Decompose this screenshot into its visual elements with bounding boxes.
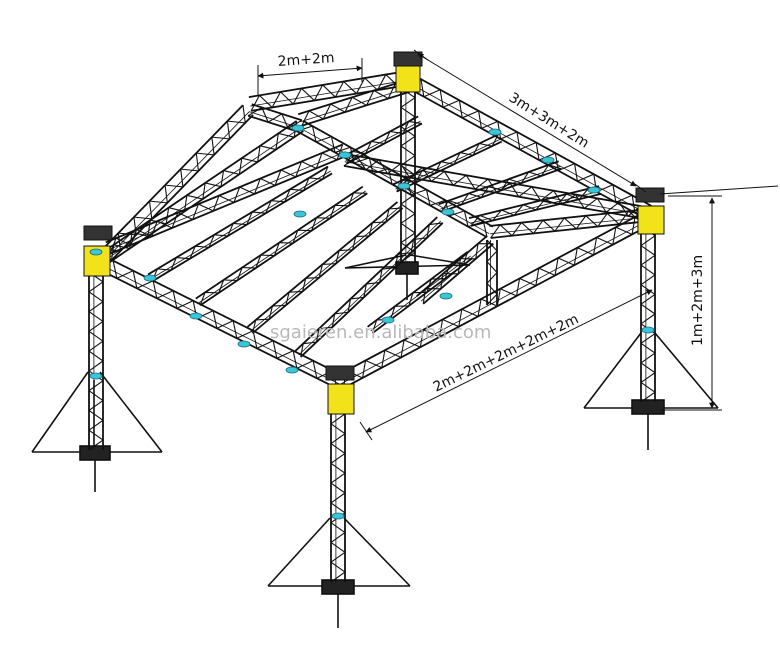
- clamp-marker: [541, 156, 555, 164]
- purlin-2: [392, 133, 503, 193]
- clamp-marker: [331, 512, 345, 520]
- clamp-marker: [488, 128, 502, 136]
- dimension-top-width: 2m+2m: [277, 50, 335, 70]
- tower-right: [640, 225, 656, 403]
- tripod-back-left: [344, 254, 471, 300]
- tower-front-left: [88, 271, 104, 451]
- clamp-marker: [89, 248, 103, 256]
- clamp-marker: [291, 124, 305, 132]
- sleeve-blocks: [83, 51, 665, 415]
- clamp-marker: [89, 372, 103, 380]
- rafter-3: [246, 201, 404, 334]
- clamp-marker: [397, 182, 411, 190]
- clamp-marker: [143, 274, 157, 282]
- drop-truss: [416, 235, 494, 305]
- rafter-1: [147, 165, 333, 283]
- tower-back: [400, 87, 416, 263]
- clamp-marker: [285, 366, 299, 374]
- tower-front-center: [330, 403, 346, 583]
- tripod-front-left: [31, 371, 163, 492]
- sleeve-block-front: [325, 365, 355, 415]
- ridge-beam-back: [297, 79, 411, 127]
- ridge-beam-left: [247, 103, 303, 133]
- clamp-marker: [441, 208, 455, 216]
- tripod-front-center: [267, 517, 411, 628]
- sleeve-block-back: [393, 51, 423, 93]
- dimension-height: 1m+2m+3m: [690, 255, 706, 346]
- tripod-bases: [31, 254, 719, 628]
- clamp-marker: [338, 151, 352, 159]
- rafter-2: [195, 185, 368, 307]
- ridge-beam: [296, 119, 494, 239]
- clamp-marker: [641, 326, 655, 334]
- eave-beam-back-top: [248, 70, 410, 112]
- clamp-marker: [237, 340, 251, 348]
- roof-beam-left-upper: [105, 143, 348, 255]
- dimension-lines: [257, 49, 779, 441]
- clamp-marker: [293, 210, 307, 218]
- clamp-marker: [439, 292, 453, 300]
- sleeve-block-right: [635, 187, 665, 235]
- watermark: sgaieren.en.alibaba.com: [270, 322, 491, 343]
- clamp-marker: [587, 186, 601, 194]
- purlin-4: [468, 185, 602, 227]
- clamp-marker: [189, 312, 203, 320]
- eave-beam-back-right: [404, 73, 652, 219]
- eave-beam-left: [94, 104, 254, 268]
